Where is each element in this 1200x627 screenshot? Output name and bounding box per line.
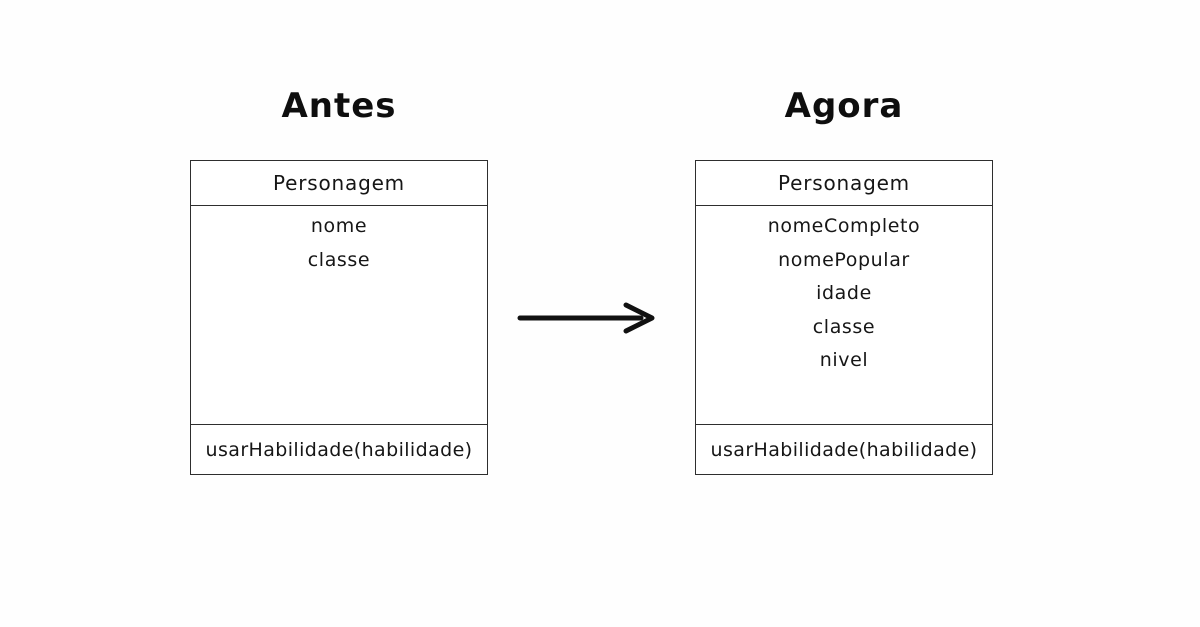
before-class-box: Personagem nome classe usarHabilidade(ha… [190, 160, 488, 475]
attribute-nivel: nivel [819, 349, 869, 371]
before-title: Antes [281, 86, 397, 126]
after-title: Agora [784, 86, 904, 126]
attribute-nome-popular: nomePopular [778, 248, 910, 271]
method-usar-habilidade: usarHabilidade(habilidade) [710, 438, 978, 461]
method-usar-habilidade: usarHabilidade(habilidade) [205, 438, 473, 461]
attribute-idade: idade [816, 282, 872, 304]
attribute-nome-completo: nomeCompleto [767, 215, 921, 237]
after-class-name: Personagem [696, 161, 992, 206]
right-arrow-icon [517, 302, 655, 334]
before-class-name: Personagem [191, 161, 487, 206]
before-attributes-compartment: nome classe [191, 206, 487, 424]
after-attributes-compartment: nomeCompleto nomePopular idade classe ni… [696, 206, 992, 424]
attribute-nome: nome [310, 215, 368, 237]
after-class-box: Personagem nomeCompleto nomePopular idad… [695, 160, 993, 475]
before-methods-compartment: usarHabilidade(habilidade) [191, 424, 487, 474]
attribute-classe: classe [812, 315, 876, 338]
attribute-classe: classe [307, 248, 371, 271]
after-methods-compartment: usarHabilidade(habilidade) [696, 424, 992, 474]
